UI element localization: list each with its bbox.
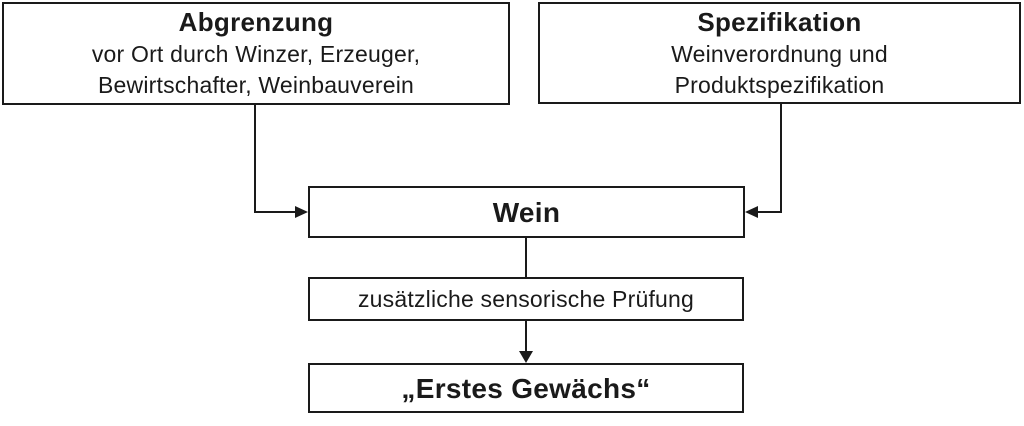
box-spezifikation-line2: Produktspezifikation — [674, 71, 885, 98]
box-pruefung: zusätzliche sensorische Prüfung — [308, 277, 744, 321]
connector-spezifikation-to-wein-horizontal — [757, 211, 782, 213]
box-abgrenzung-title: Abgrenzung — [178, 7, 334, 37]
box-spezifikation: Spezifikation Weinverordnung und Produkt… — [538, 2, 1021, 104]
arrowhead-left-icon — [745, 206, 758, 218]
box-wein-title: Wein — [492, 196, 561, 228]
arrowhead-right-icon — [295, 206, 308, 218]
box-spezifikation-line1: Weinverordnung und — [671, 40, 888, 67]
box-abgrenzung-line1: vor Ort durch Winzer, Erzeuger, — [91, 41, 421, 67]
connector-wein-to-pruefung — [525, 238, 527, 277]
connector-abgrenzung-to-wein-horizontal — [254, 211, 296, 213]
connector-spezifikation-to-wein-vertical — [780, 104, 782, 213]
connector-pruefung-to-erstes-gewaechs — [525, 321, 527, 352]
box-erstes-gewaechs: „Erstes Gewächs“ — [308, 363, 744, 413]
box-abgrenzung: Abgrenzung vor Ort durch Winzer, Erzeuge… — [2, 2, 510, 105]
box-spezifikation-title: Spezifikation — [697, 6, 862, 37]
box-wein: Wein — [308, 186, 745, 238]
box-erstes-gewaechs-title: „Erstes Gewächs“ — [401, 372, 651, 404]
arrowhead-down-icon — [519, 351, 533, 363]
box-pruefung-label: zusätzliche sensorische Prüfung — [357, 285, 695, 312]
connector-abgrenzung-to-wein-vertical — [254, 105, 256, 213]
box-abgrenzung-line2: Bewirtschafter, Weinbauverein — [97, 72, 415, 98]
